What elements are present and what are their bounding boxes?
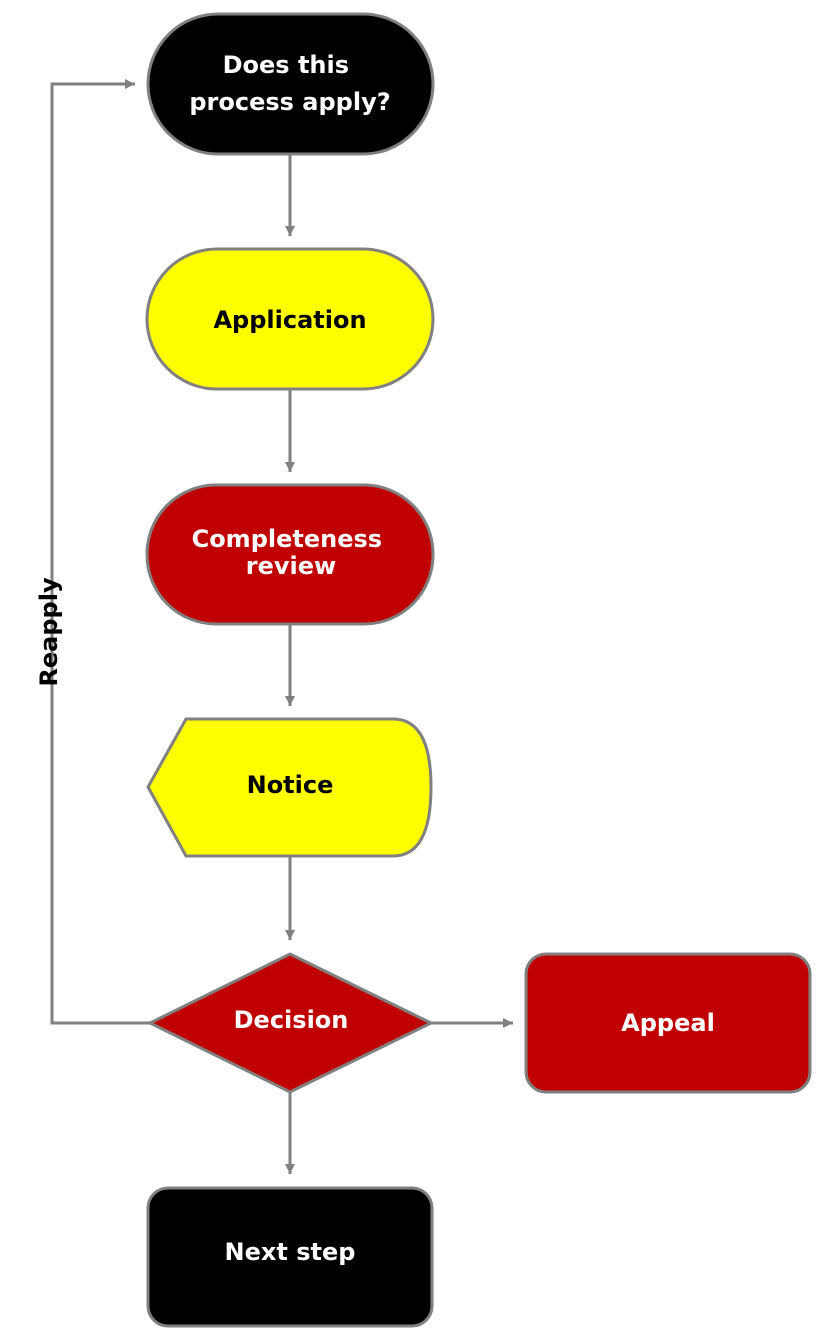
notice-node-shape [146,717,433,858]
appeal-node-label-line-1: Appeal [621,1009,715,1037]
reapply-label: Reapply [35,577,63,687]
start-node-label-line-2: process apply? [189,88,390,116]
application-node-shape [145,247,435,391]
next-step-node-label-line-1: Next step [225,1238,356,1266]
application-node: Application [145,247,435,391]
next-step-node-label: Next step [225,1238,356,1266]
decision-node: Decision [146,952,435,1094]
start-node: Does this process apply? [146,12,435,156]
start-node-label-line-1: Does this [223,51,349,79]
notice-node-label: Notice [247,771,334,799]
completeness-node-label: Completeness review [192,525,391,580]
application-node-label: Application [213,306,366,334]
notice-node: Notice [146,717,433,858]
decision-node-shape [146,952,435,1094]
next-step-node: Next step [146,1186,434,1328]
decision-node-label: Decision [234,1006,349,1034]
application-node-label-line-1: Application [213,306,366,334]
completeness-node-label-line-2: review [246,552,336,580]
completeness-node: Completeness review [145,483,435,626]
appeal-node: Appeal [524,952,812,1094]
start-node-label: Does this process apply? [189,51,390,116]
start-node-shape [146,12,435,156]
decision-node-label-line-1: Decision [234,1006,349,1034]
completeness-node-label-line-1: Completeness [192,525,382,553]
appeal-node-label: Appeal [621,1009,715,1037]
completeness-node-shape [145,483,435,626]
notice-node-label-line-1: Notice [247,771,334,799]
next-step-node-shape [146,1186,434,1328]
edges: Reapply [35,79,513,1174]
appeal-node-shape [524,952,812,1094]
edge-decision-reapply [50,79,150,1025]
